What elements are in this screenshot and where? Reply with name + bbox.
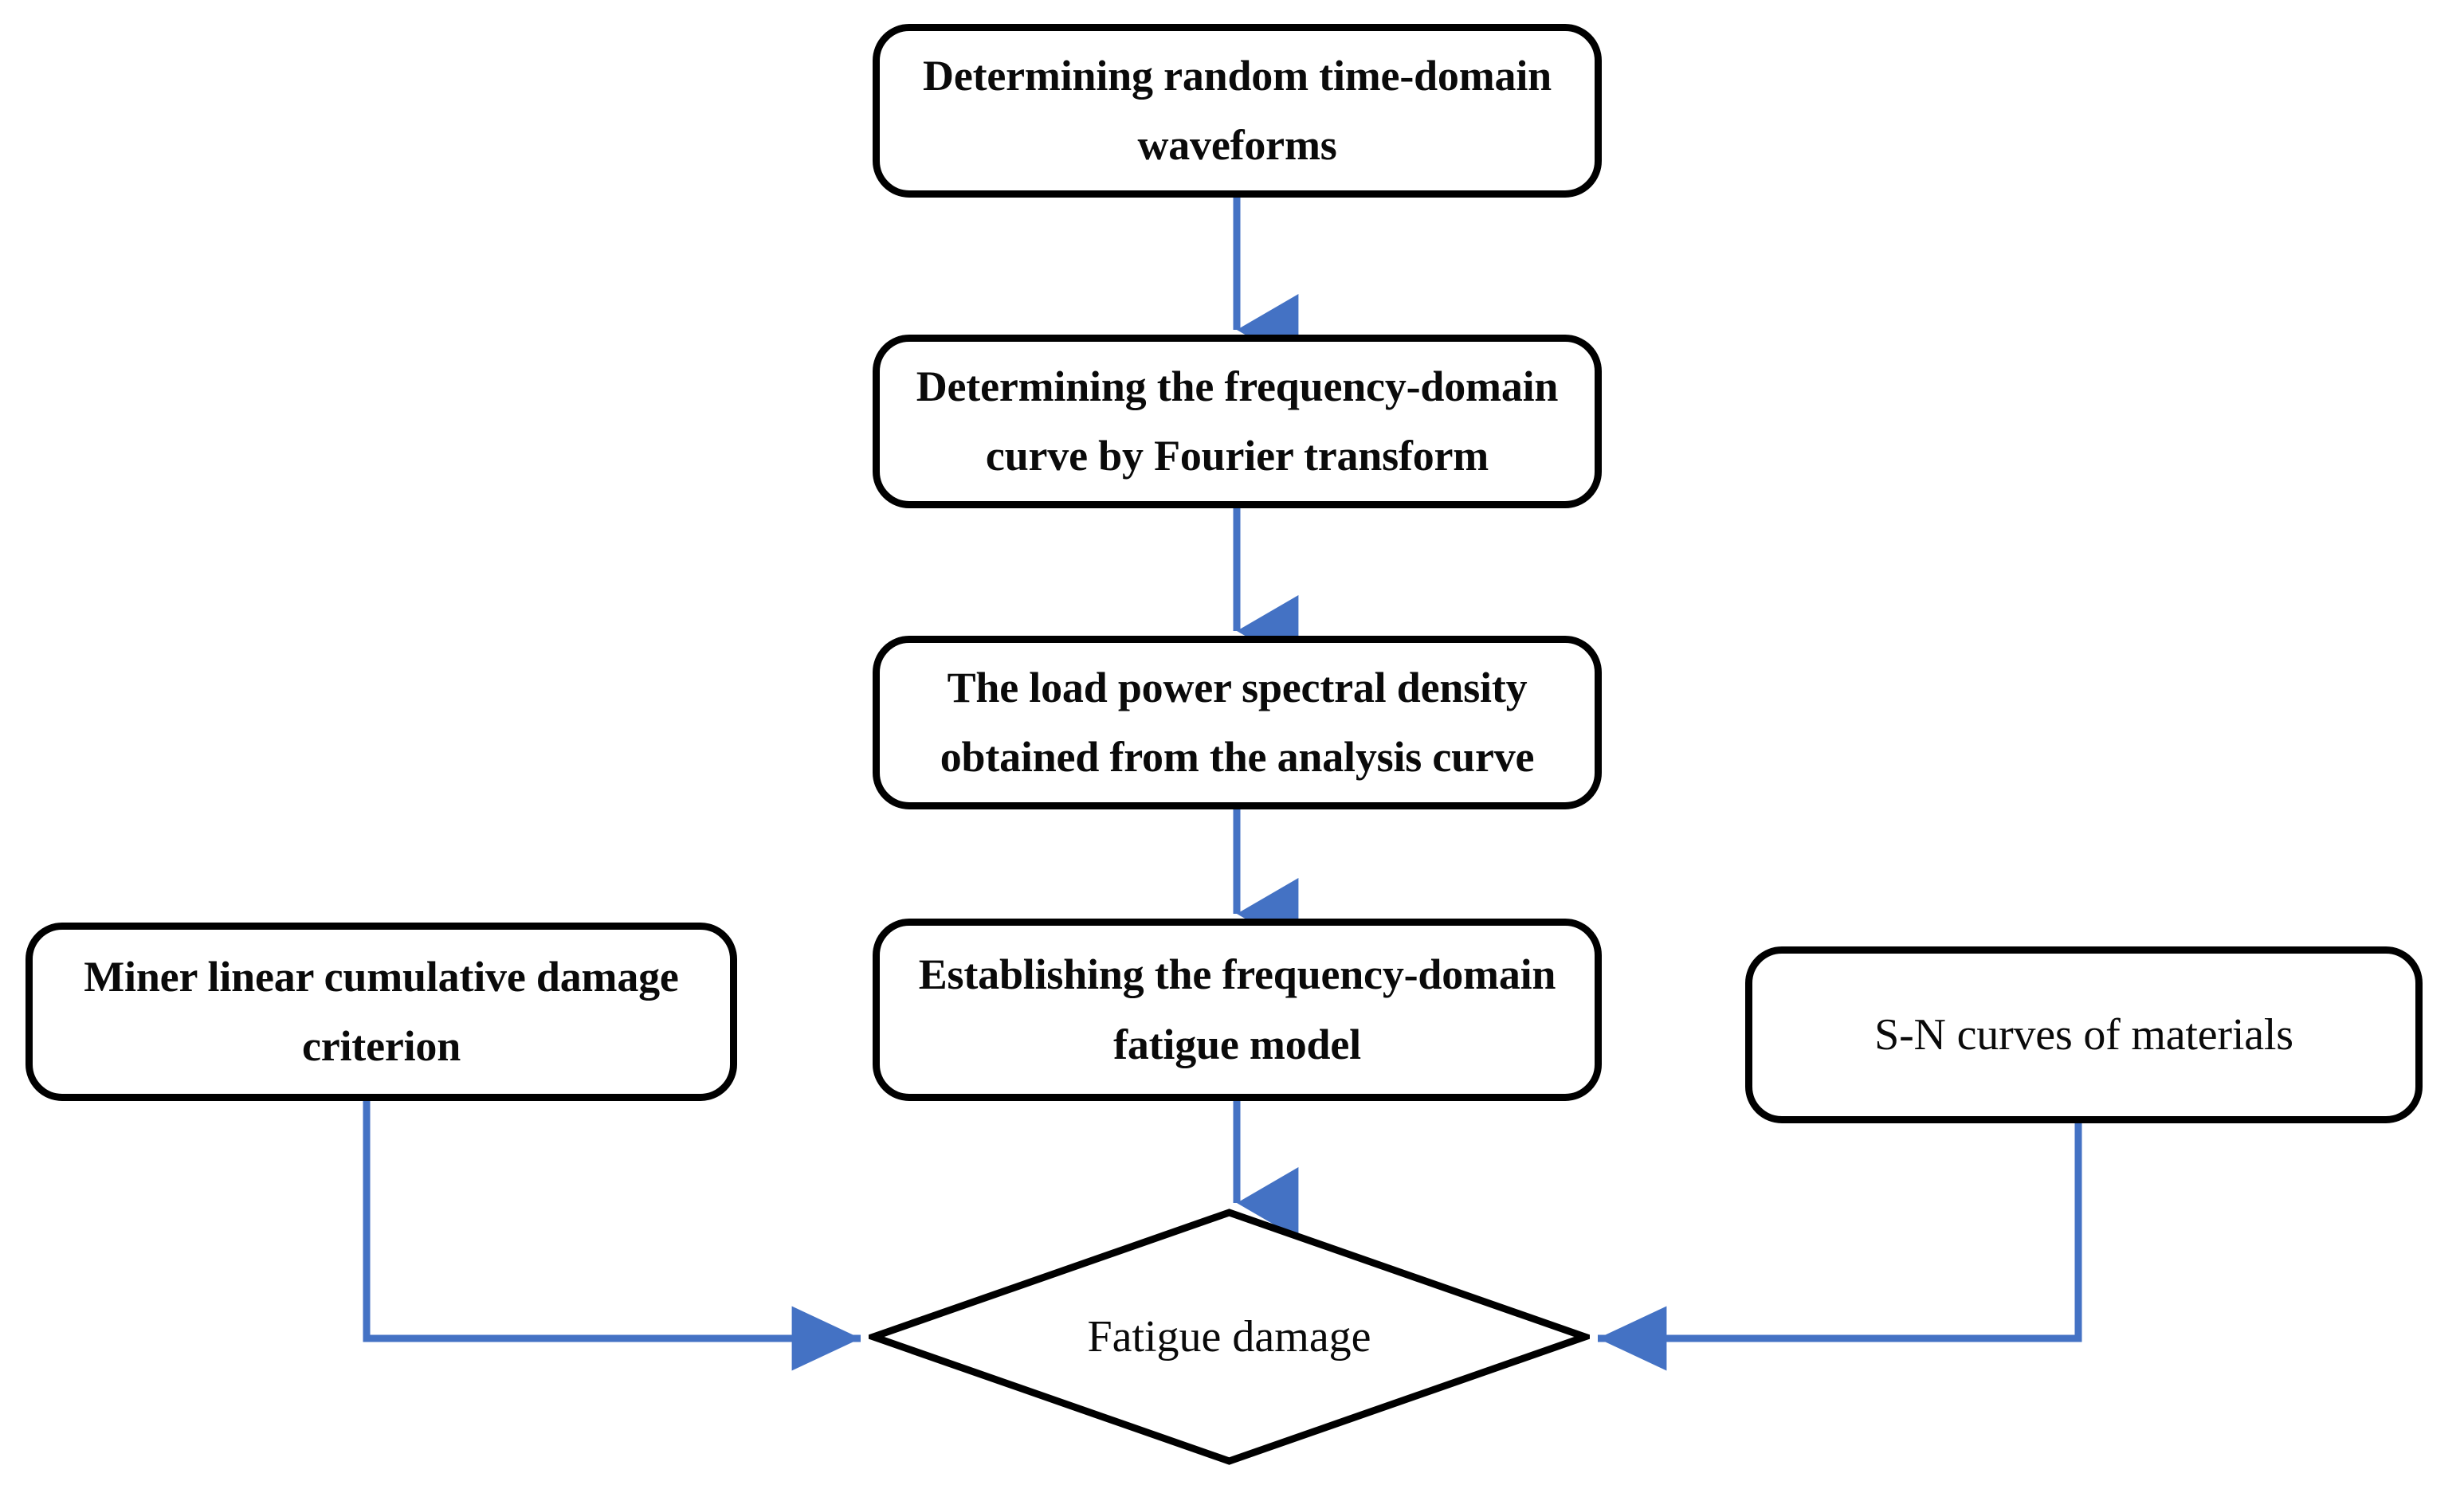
node-label: Determining the frequency-domain curve b…: [916, 362, 1559, 480]
node-label: Establishing the frequency-domain fatigu…: [918, 950, 1556, 1068]
diamond-shape: [869, 1209, 1590, 1465]
node-label: Miner linear cumulative damage criterion: [84, 952, 679, 1070]
node-label: Fatigue damage: [1087, 1312, 1371, 1362]
node-label: The load power spectral density obtained…: [940, 663, 1535, 781]
node-label: S-N curves of materials: [1874, 1009, 2293, 1060]
node-miner-linear-cumulative-damage-criterion[interactable]: Miner linear cumulative damage criterion: [26, 923, 737, 1101]
node-determining-frequency-domain-curve[interactable]: Determining the frequency-domain curve b…: [873, 335, 1602, 508]
node-determining-random-time-domain-waveforms[interactable]: Determining random time-domain waveforms: [873, 24, 1602, 198]
node-label: Determining random time-domain waveforms: [923, 51, 1552, 169]
node-fatigue-damage-decision[interactable]: Fatigue damage: [869, 1208, 1590, 1466]
node-establishing-frequency-domain-fatigue-model[interactable]: Establishing the frequency-domain fatigu…: [873, 919, 1602, 1101]
node-load-power-spectral-density[interactable]: The load power spectral density obtained…: [873, 636, 1602, 809]
edge-miner-to-damage: [363, 1101, 861, 1371]
node-sn-curves-of-materials[interactable]: S-N curves of materials: [1745, 946, 2423, 1123]
edge-sn-to-damage: [1598, 1123, 2082, 1371]
